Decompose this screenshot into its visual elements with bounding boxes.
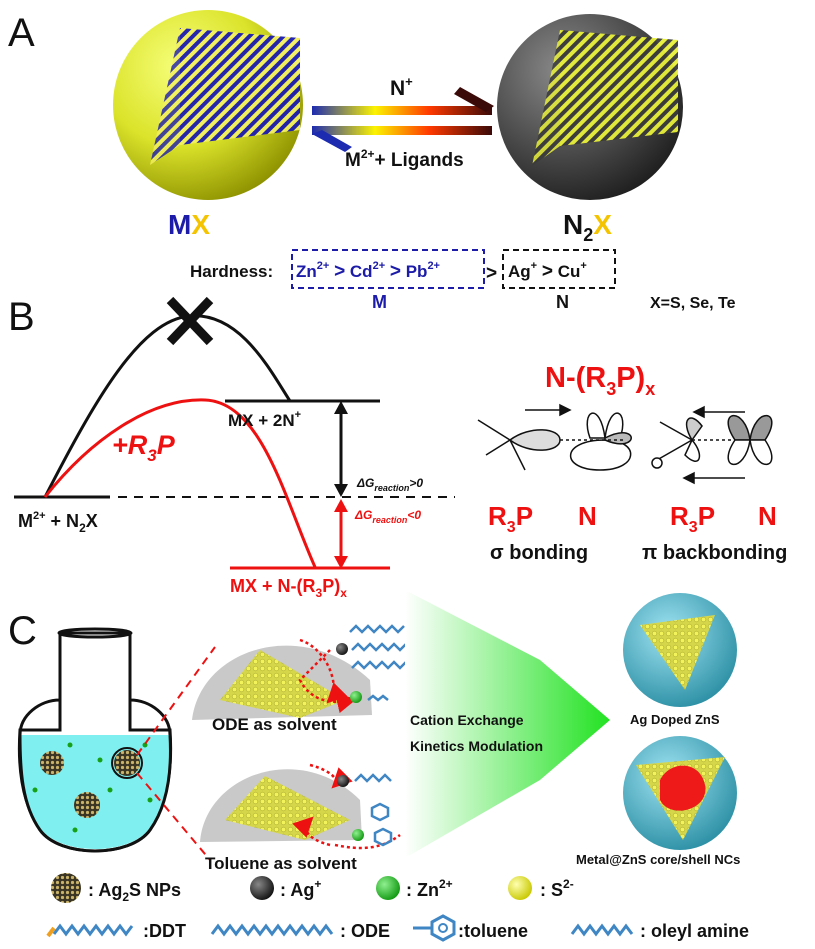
zoom-line-bottom xyxy=(136,772,211,861)
ode-molecule-icon xyxy=(210,923,334,937)
mx-label: MX xyxy=(168,209,210,240)
hardness-label: Hardness: xyxy=(190,262,273,281)
cation-exchange-arrow xyxy=(405,590,610,858)
toluene-solvent-label: Toluene as solvent xyxy=(205,854,357,873)
hardness-n-box xyxy=(502,249,616,289)
hardness-m-ions: Zn2+ > Cd2+ > Pb2+ xyxy=(296,254,440,282)
complex-title: N-(R3P)x xyxy=(545,362,655,399)
legend-s-label: : S2- xyxy=(540,877,574,900)
hardness-m-box xyxy=(291,249,485,289)
legend-toluene-label: :toluene xyxy=(458,921,528,941)
pi-backbonding-orbital-sketch xyxy=(651,405,773,485)
panel-c-letter: C xyxy=(8,609,37,653)
n-group-label: N xyxy=(556,292,569,312)
ddt-ligand-icon xyxy=(46,923,134,938)
reverse-exchange-arrow xyxy=(312,126,492,152)
pi-r3p-label: R3P xyxy=(670,501,715,536)
mx-nr3p-label: MX + N-(R3P)x xyxy=(230,576,347,600)
m-group-label: M xyxy=(372,292,387,312)
legend-oleyl-label: : oleyl amine xyxy=(640,921,749,941)
n2x-nanocrystal-sphere xyxy=(497,14,683,200)
sigma-n-label: N xyxy=(578,501,597,531)
arrow-text-line1: Cation Exchange xyxy=(410,712,524,728)
ag2s-np-icon xyxy=(51,873,81,903)
zn-ion-icon xyxy=(376,876,400,900)
forward-exchange-arrow xyxy=(312,87,494,115)
product1-label: Ag Doped ZnS xyxy=(630,712,720,727)
legend-ag-label: : Ag+ xyxy=(280,877,321,900)
sigma-bonding-orbital-sketch xyxy=(477,403,632,471)
dg-negative-label: ΔGreaction<0 xyxy=(354,508,421,525)
energy-diagram xyxy=(14,296,455,570)
ode-solvent-label: ODE as solvent xyxy=(212,715,337,734)
mx-2n-label: MX + 2N+ xyxy=(228,409,301,430)
toluene-zoom-view xyxy=(200,763,401,850)
oleyl-amine-icon xyxy=(570,923,634,937)
panel-a-letter: A xyxy=(8,11,35,55)
legend-ode-label: : ODE xyxy=(340,921,390,941)
r3p-addition-label: +R3P xyxy=(112,430,176,465)
legend-ddt-label: :DDT xyxy=(143,921,186,941)
ag-ion-icon xyxy=(250,876,274,900)
ode-zoom-view xyxy=(192,624,407,720)
dg-positive-label: ΔGreaction>0 xyxy=(356,476,423,493)
pi-n-label: N xyxy=(758,501,777,531)
metal-zns-core-shell-particle xyxy=(623,736,737,850)
product2-label: Metal@ZnS core/shell NCs xyxy=(576,852,740,867)
reverse-reagent-label: M2++ Ligands xyxy=(345,147,464,171)
blocked-cross-icon xyxy=(166,296,214,346)
panel-b-letter: B xyxy=(8,295,35,339)
sigma-bonding-label: σ bonding xyxy=(490,542,588,564)
ag-doped-zns-particle xyxy=(623,593,737,707)
reactant-label: M2+ + N2X xyxy=(18,510,98,535)
pi-backbonding-label: π backbonding xyxy=(642,542,787,564)
s-ion-icon xyxy=(508,876,532,900)
legend-np-label: : Ag2S NPs xyxy=(88,880,181,904)
hardness-n-ions: Ag+ > Cu+ xyxy=(508,254,587,282)
forward-reagent-label: N+ xyxy=(390,74,413,100)
mx-nanocrystal-sphere xyxy=(113,10,303,200)
reaction-flask xyxy=(17,627,173,853)
legend-zn-label: : Zn2+ xyxy=(406,877,453,900)
legend: : Ag2S NPs : Ag+ : Zn2+ : S2- :DDT : ODE… xyxy=(46,873,749,942)
r3p-assisted-path xyxy=(43,398,317,568)
n2x-label: N2X xyxy=(563,209,612,245)
x-definition: X=S, Se, Te xyxy=(650,295,736,312)
sigma-r3p-label: R3P xyxy=(488,501,533,536)
hardness-separator: > xyxy=(486,263,497,284)
arrow-text-line2: Kinetics Modulation xyxy=(410,738,543,754)
toluene-molecule-icon xyxy=(413,914,456,942)
